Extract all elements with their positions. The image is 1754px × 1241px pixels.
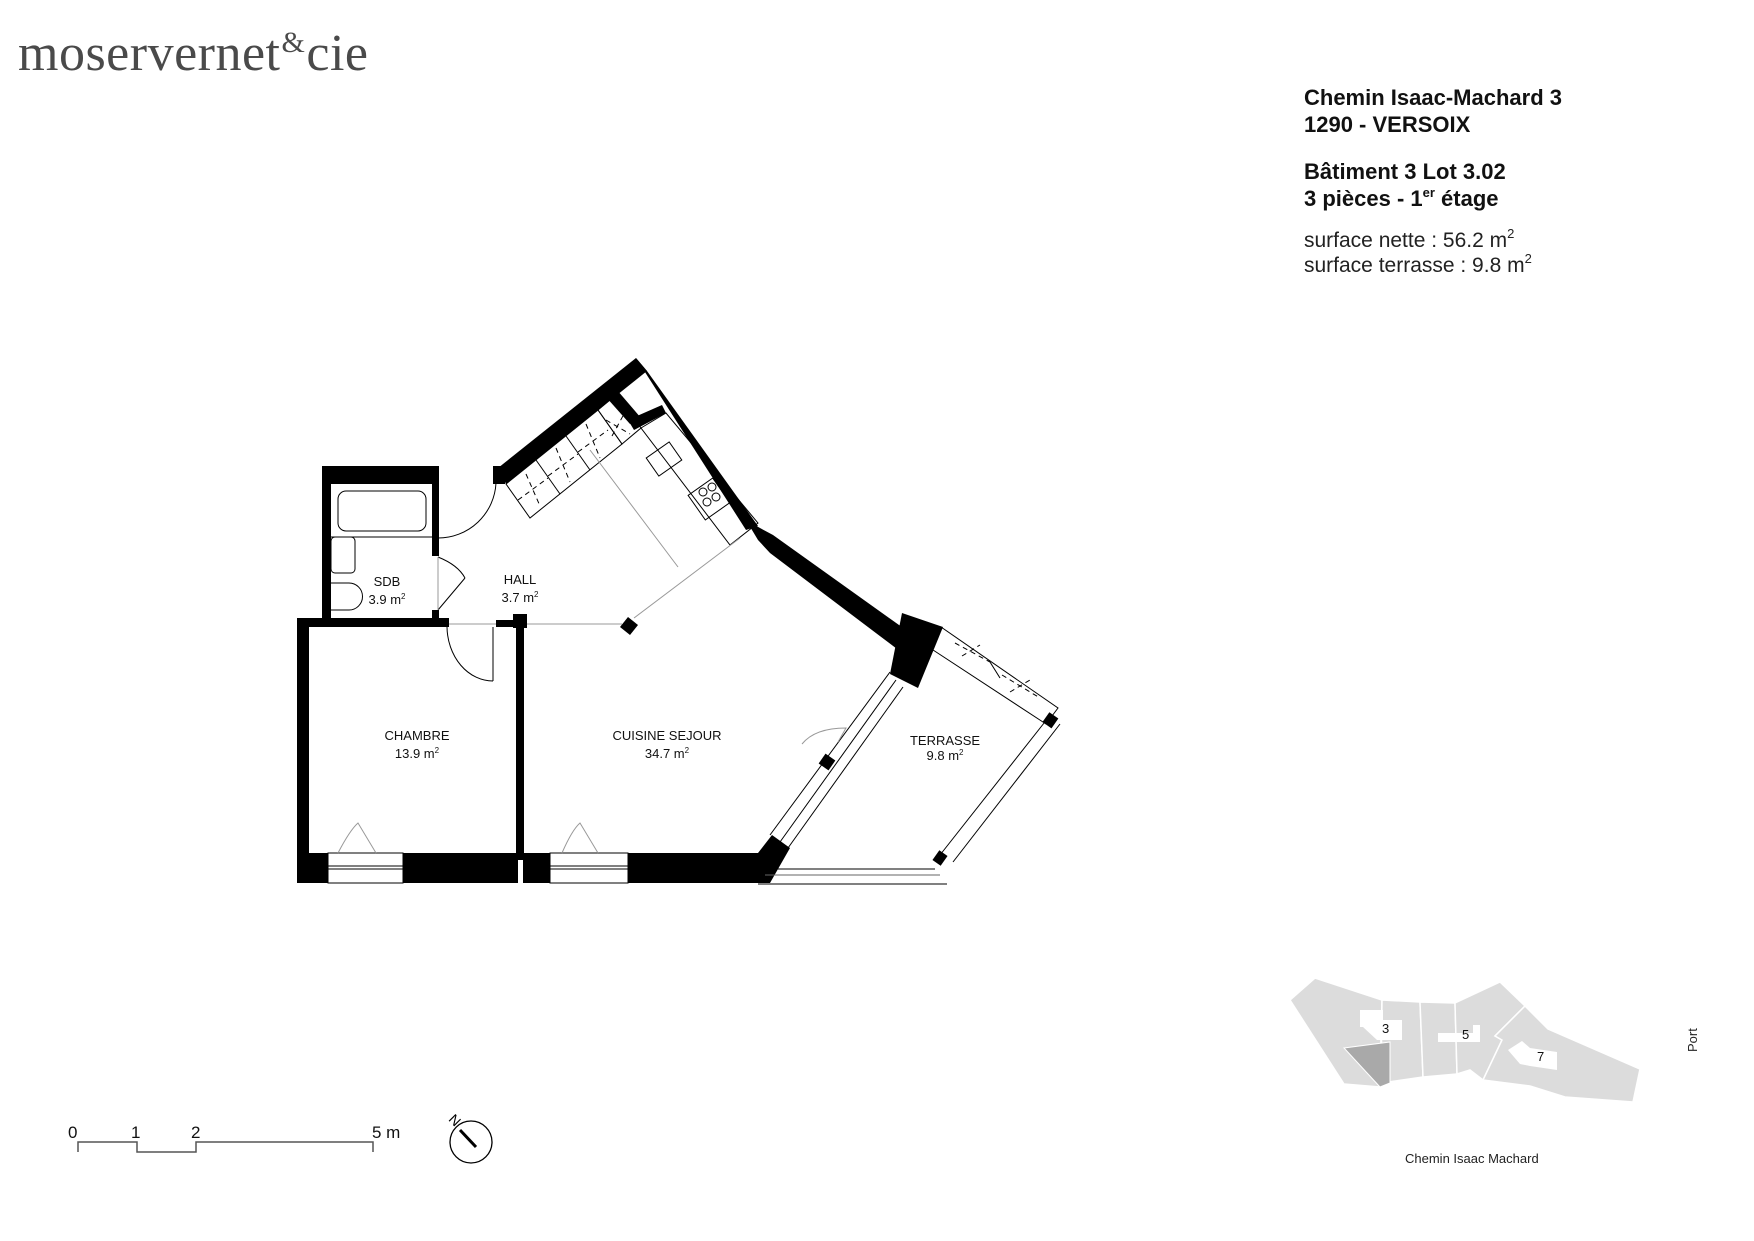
address-line-1: Chemin Isaac-Machard 3 bbox=[1304, 85, 1562, 110]
scale-tick-2: 2 bbox=[191, 1123, 201, 1142]
building-5-label: 5 bbox=[1462, 1027, 1470, 1042]
building-3-label: 3 bbox=[1382, 1021, 1390, 1036]
building-7-label: 7 bbox=[1537, 1049, 1545, 1064]
rooms-floor-line: 3 pièces - 1er étage bbox=[1304, 185, 1499, 211]
surface-nette: surface nette : 56.2 m2 bbox=[1304, 226, 1515, 252]
surface-terrasse: surface terrasse : 9.8 m2 bbox=[1304, 251, 1532, 277]
room-label-cuisine-sejour: CUISINE SEJOUR 34.7 m2 bbox=[612, 728, 722, 761]
logo-text: moservernet bbox=[18, 25, 281, 82]
room-label-chambre: CHAMBRE 13.9 m2 bbox=[384, 728, 450, 761]
logo-text-suffix: cie bbox=[306, 25, 369, 82]
scale-tick-5m: 5 m bbox=[372, 1123, 401, 1142]
scale-tick-1: 1 bbox=[131, 1123, 141, 1142]
company-logo: moservernet&cie bbox=[18, 8, 368, 89]
street-label: Chemin Isaac Machard bbox=[1405, 1151, 1539, 1166]
property-info: Chemin Isaac-Machard 3 1290 - VERSOIX Bâ… bbox=[1304, 84, 1562, 278]
scale-tick-0: 0 bbox=[68, 1123, 78, 1142]
room-label-hall: HALL 3.7 m2 bbox=[501, 572, 539, 605]
lot-line: Bâtiment 3 Lot 3.02 bbox=[1304, 159, 1506, 184]
port-label: Port bbox=[1685, 1028, 1700, 1052]
logo-ampersand: & bbox=[281, 26, 306, 59]
address-line-2: 1290 - VERSOIX bbox=[1304, 112, 1471, 137]
room-label-terrasse: TERRASSE 9.8 m2 bbox=[909, 733, 981, 763]
room-label-sdb: SDB 3.9 m2 bbox=[368, 574, 406, 607]
